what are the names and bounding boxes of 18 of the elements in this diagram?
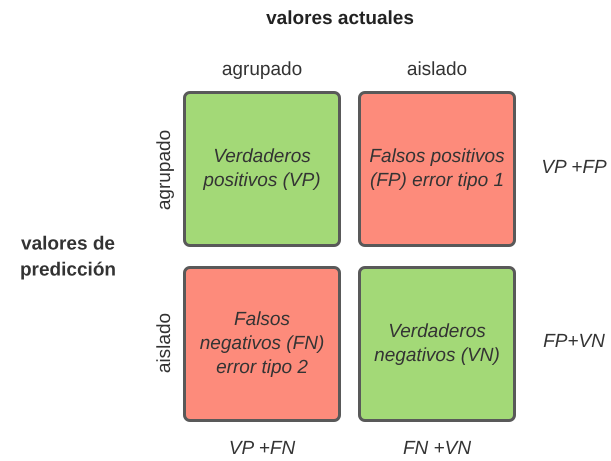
sum-label: FN +VN	[402, 437, 472, 461]
class-label: agrupado	[153, 130, 176, 210]
sum-label: FP+VN	[543, 330, 605, 354]
cell-text: Falsos positivos (FP) error tipo 1	[369, 145, 505, 193]
sum-label: VP +FP	[541, 156, 607, 180]
matrix-cell	[183, 266, 341, 422]
matrix-cell	[358, 266, 516, 422]
class-label: agrupado	[222, 58, 302, 82]
cell-text: Verdaderos positivos (VP)	[202, 145, 322, 193]
sum-label: VP +FN	[228, 437, 296, 461]
cell-text: Falsos negativos (FN) error tipo 2	[198, 308, 326, 380]
axis-title: valores de predicción	[18, 232, 118, 282]
cell-text: Verdaderos negativos (VN)	[373, 320, 501, 368]
class-label: aislado	[406, 58, 468, 82]
class-label: aislado	[153, 312, 176, 374]
matrix-cell	[183, 91, 341, 247]
axis-title: valores actuales	[265, 8, 415, 30]
matrix-cell	[358, 91, 516, 247]
